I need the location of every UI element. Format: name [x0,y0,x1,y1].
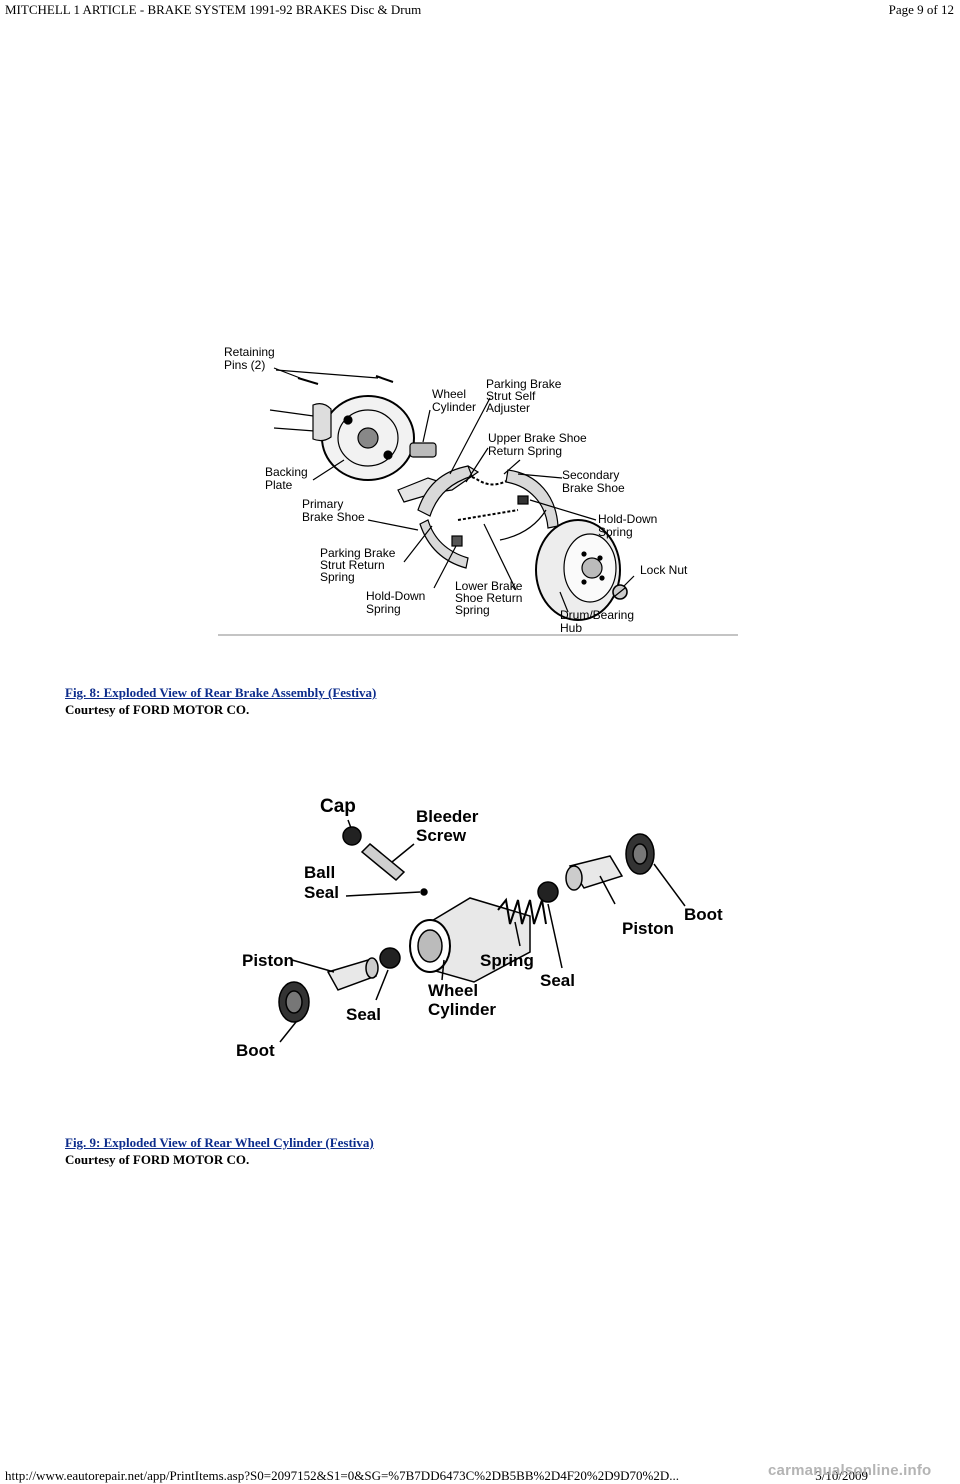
fig8-label-strut-adjuster-1: Parking Brake [486,377,562,391]
fig9-label-wheel-cylinder-1: Wheel [428,981,478,1000]
figure-9-credit: Courtesy of FORD MOTOR CO. [65,1152,250,1167]
svg-text:Wheel Cylinder: Wheel Cylinder [432,387,476,414]
fig8-label-upper-spring-1: Upper Brake Shoe [488,431,587,445]
figure-8-credit: Courtesy of FORD MOTOR CO. [65,702,250,717]
svg-text:Hold-Down Spring: Hold-Down Spring [366,589,429,616]
figure-9-caption: Fig. 9: Exploded View of Rear Wheel Cyli… [65,1134,374,1168]
fig8-label-drum-hub-1: Drum/Bearing [560,608,634,622]
page-number: Page 9 of 12 [888,2,954,17]
watermark-logo: carmanualsonline.info [768,1462,932,1479]
fig8-label-lower-spring-1: Lower Brake [455,579,523,593]
fig8-label-secondary-shoe-2: Brake Shoe [562,481,625,495]
svg-text:Lock Nut: Lock Nut [640,563,688,577]
fig8-label-wheel-cylinder-2: Cylinder [432,400,476,414]
figure-9-caption-link[interactable]: Fig. 9: Exploded View of Rear Wheel Cyli… [65,1135,374,1150]
fig8-label-drum-hub-2: Hub [560,621,582,635]
figure-8-illustration: Retaining Pins (2) Wheel Cylinder Parkin… [218,345,738,636]
document-title: MITCHELL 1 ARTICLE - BRAKE SYSTEM 1991-9… [5,2,422,17]
fig8-label-lock-nut: Lock Nut [640,563,688,577]
svg-text:Ball Seal: Ball Seal [304,863,340,902]
svg-text:Hold-Down Spring: Hold-Down Spring [598,512,661,539]
svg-text:Upper Brake Shoe Return: Upper Brake Shoe Return Spring [488,431,590,458]
fig9-label-seal-ball: Seal [304,883,339,902]
svg-text:Parking Brake Strut Retu: Parking Brake Strut Return Spring [320,546,399,584]
fig8-label-strut-return-3: Spring [320,570,355,584]
fig8-label-backing-plate-1: Backing [265,465,308,479]
figure-8-caption-link[interactable]: Fig. 8: Exploded View of Rear Brake Asse… [65,685,377,700]
fig9-label-piston-right: Piston [622,919,674,938]
fig8-label-primary-shoe-2: Brake Shoe [302,510,365,524]
fig9-label-seal-right: Seal [540,971,575,990]
svg-text:Parking Brake Strut Self: Parking Brake Strut Self Adjuster [486,377,565,415]
fig9-label-cap: Cap [320,796,356,817]
fig9-label-bleeder-2: Screw [416,826,467,845]
footer-url: http://www.eautorepair.net/app/PrintItem… [5,1468,680,1483]
svg-text:Lower Brake Shoe Return: Lower Brake Shoe Return Spring [455,579,526,617]
figure-9-rear-wheel-cylinder: Cap Bleeder Screw Ball Seal Piston Boot … [230,786,760,1066]
fig9-label-spring: Spring [480,951,534,970]
fig8-label-hold-down-right-1: Hold-Down [598,512,657,526]
figure-8-rear-brake-assembly: Retaining Pins (2) Wheel Cylinder Parkin… [218,340,738,640]
svg-text:Secondary Brake Shoe: Secondary Brake Shoe [562,468,625,495]
fig8-label-wheel-cylinder-1: Wheel [432,387,466,401]
svg-text:Backing Plate: Backing Plate [265,465,311,492]
fig9-label-boot-right: Boot [684,905,723,924]
fig8-label-backing-plate-2: Plate [265,478,293,492]
fig8-label-hold-down-right-2: Spring [598,525,633,539]
fig9-label-boot-left: Boot [236,1041,275,1060]
fig8-label-retaining-pins-2: Pins (2) [224,358,265,372]
svg-text:Drum/Bearing Hub: Drum/Bearing Hub [560,608,637,635]
svg-text:Retaining Pins (2): Retaining Pins (2) [224,345,278,372]
fig9-label-wheel-cylinder-2: Cylinder [428,1000,496,1019]
svg-text:Wheel Cylinder: Wheel Cylinder [428,981,496,1019]
figure-9-illustration: Cap Bleeder Screw Ball Seal Piston Boot … [236,796,723,1060]
svg-text:Bleeder Screw: Bleeder Screw [416,807,483,845]
footer-date: 3/10/2009 [815,1468,868,1483]
svg-text:Primary Brake Shoe: Primary Brake Shoe [302,497,365,524]
fig8-label-strut-adjuster-2: Strut Self [486,389,536,403]
fig8-label-hold-down-left-1: Hold-Down [366,589,425,603]
fig8-label-strut-adjuster-3: Adjuster [486,401,530,415]
fig9-label-ball: Ball [304,863,335,882]
fig8-label-lower-spring-2: Shoe Return [455,591,522,605]
fig8-label-strut-return-1: Parking Brake [320,546,396,560]
fig8-label-strut-return-2: Strut Return [320,558,385,572]
fig9-label-bleeder-1: Bleeder [416,807,479,826]
fig8-label-retaining-pins-1: Retaining [224,345,275,359]
fig9-label-piston-left: Piston [242,951,294,970]
fig8-label-lower-spring-3: Spring [455,603,490,617]
fig8-label-hold-down-left-2: Spring [366,602,401,616]
fig9-label-seal-left: Seal [346,1005,381,1024]
fig8-label-secondary-shoe-1: Secondary [562,468,619,482]
figure-8-caption: Fig. 8: Exploded View of Rear Brake Asse… [65,684,376,718]
fig8-label-upper-spring-2: Return Spring [488,444,562,458]
fig8-label-primary-shoe-1: Primary [302,497,343,511]
